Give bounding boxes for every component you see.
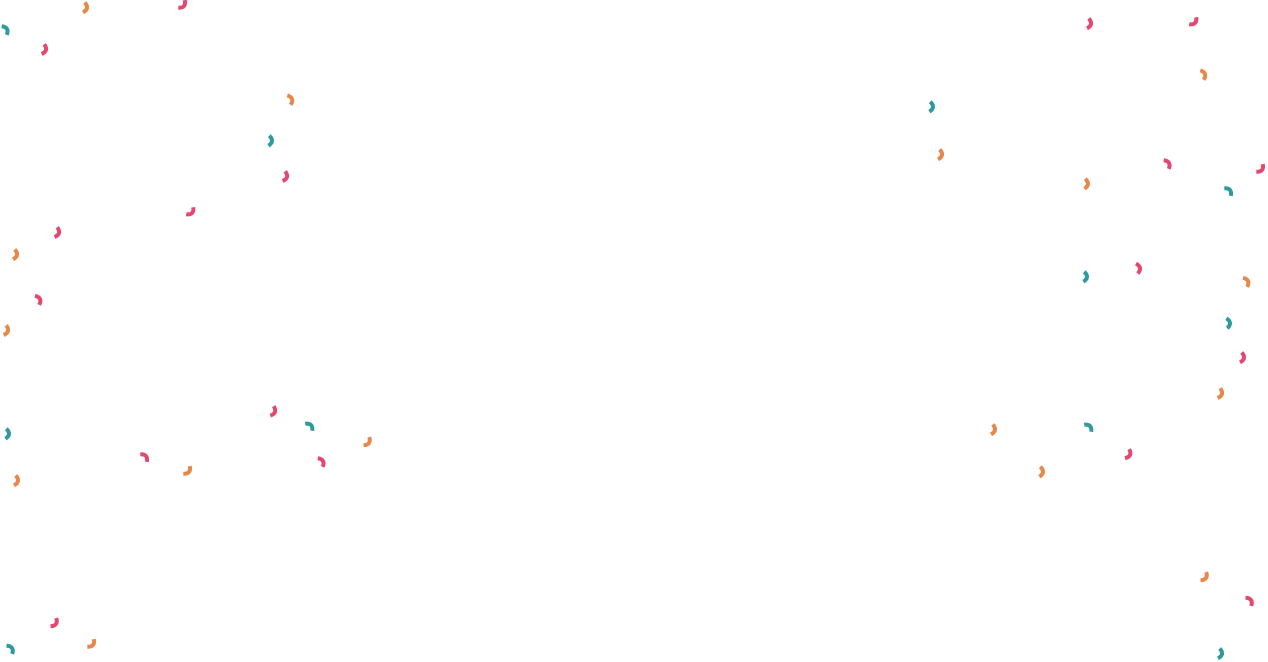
confetti-curl-icon [1200,571,1209,583]
confetti-curl-icon [1163,158,1172,170]
confetti-curl-icon [286,93,295,106]
confetti-curl-icon [1085,17,1094,31]
confetti-curl-icon [1224,186,1234,197]
confetti-curl-icon [1199,68,1208,81]
confetti-curl-icon [363,436,372,448]
confetti-curl-icon [53,226,62,239]
confetti-curl-icon [185,206,196,217]
confetti-curl-icon [1,24,10,36]
confetti-curl-icon [281,170,290,183]
confetti-curl-icon [989,423,998,437]
confetti-curl-icon [1082,270,1089,284]
confetti-curl-icon [12,474,21,488]
confetti-curl-icon [928,100,935,114]
confetti-curl-icon [183,465,193,476]
confetti-curl-icon [1238,351,1247,365]
confetti-curl-icon [140,452,150,463]
confetti-curl-icon [81,1,90,15]
confetti-curl-icon [87,638,97,649]
confetti-curl-icon [1245,595,1254,607]
confetti-curl-icon [317,456,326,468]
confetti-curl-icon [1216,647,1225,661]
confetti-curl-icon [178,0,188,10]
confetti-curl-icon [936,148,945,162]
confetti-curl-icon [1256,163,1266,174]
confetti-curl-icon [11,248,20,262]
confetti-curl-icon [1242,275,1251,288]
confetti-curl-icon [1216,387,1225,400]
confetti-curl-icon [34,293,43,306]
confetti-curl-icon [6,643,15,655]
confetti-curl-icon [269,405,278,418]
confetti-curl-icon [267,134,274,148]
confetti-curl-icon [304,421,315,432]
confetti-curl-icon [1188,16,1199,27]
confetti-curl-icon [4,427,11,441]
confetti-curl-icon [1083,422,1094,433]
confetti-curl-icon [40,43,49,56]
confetti-curl-icon [1124,448,1133,461]
confetti-curl-icon [50,617,59,629]
confetti-curl-icon [2,324,11,337]
confetti-curl-icon [1225,316,1232,330]
confetti-curl-icon [1083,177,1090,191]
confetti-curl-icon [1134,261,1143,275]
confetti-curl-icon [1038,465,1045,479]
